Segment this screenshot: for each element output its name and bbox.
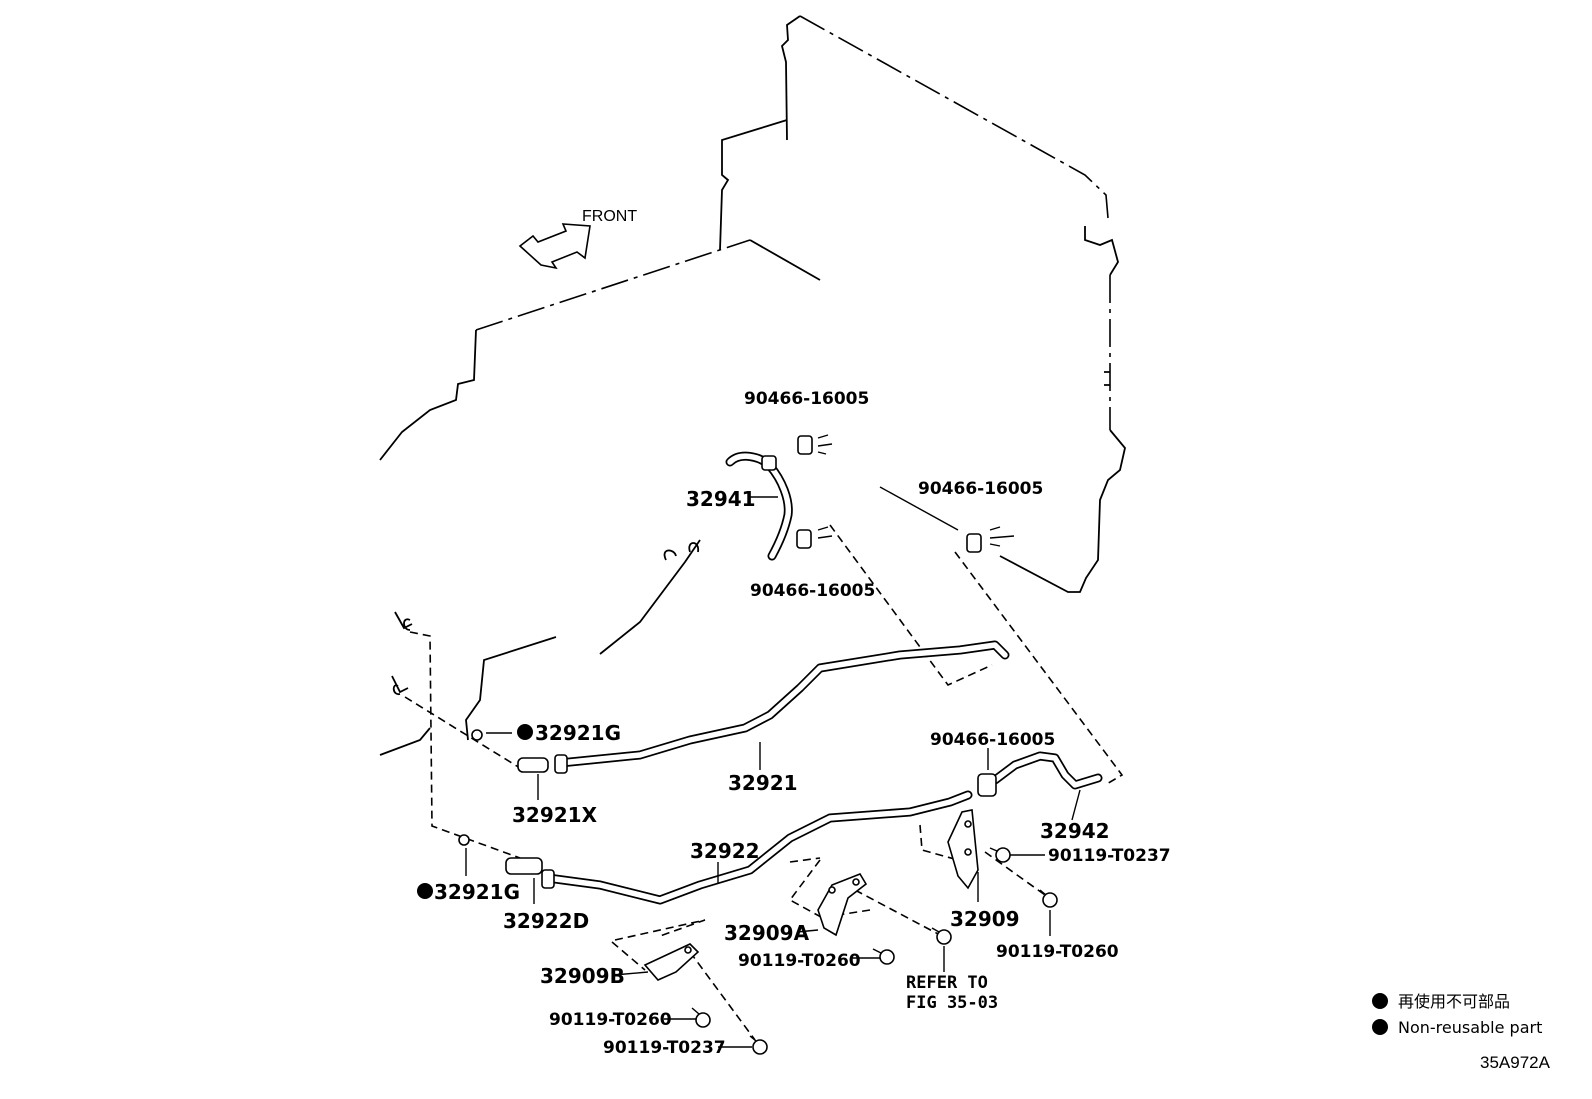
label-bracket-right: 32909 [950, 907, 1020, 931]
label-hose-lower: 32942 [1040, 819, 1110, 843]
front-arrow-icon [518, 223, 591, 270]
oil-cooler-pipe-upper [555, 640, 1010, 768]
hose-clamp-lower-right [977, 773, 997, 797]
engine-outline [719, 15, 1126, 593]
non-reusable-mark-icon [517, 724, 533, 740]
non-reusable-mark-icon [417, 883, 433, 899]
label-union-upper: 32921X [512, 803, 598, 827]
label-bracket-mid: 32909A [724, 921, 810, 945]
union-upper-icon [517, 754, 568, 774]
oil-cooler-pipe-lower [543, 790, 973, 905]
refer-line-2: FIG 35-03 [906, 993, 998, 1013]
label-bolt-left-a: 90119-T0260 [549, 1010, 672, 1030]
oil-cooler-hose-lower [990, 751, 1103, 790]
transmission-outline [379, 239, 821, 756]
diagram-code: 35A972A [1480, 1053, 1551, 1072]
legend-bullet-icon [1372, 993, 1388, 1009]
label-pipe-lower: 32922 [690, 839, 760, 863]
gasket-upper-icon [471, 729, 483, 741]
label-clip-mid: 90466-16005 [750, 581, 875, 601]
label-clip-lower-right: 90466-16005 [930, 730, 1055, 750]
legend: 再使用不可部品 Non-reusable part [1372, 992, 1542, 1037]
bolt-icons [691, 847, 1058, 1055]
label-clip-top: 90466-16005 [744, 389, 869, 409]
bracket-right-icon [947, 809, 979, 890]
hose-clamp-mid [796, 526, 833, 549]
front-label: FRONT [582, 208, 637, 225]
label-bolt-mid: 90119-T0260 [738, 951, 861, 971]
label-union-lower: 32922D [503, 909, 589, 933]
label-clip-right: 90466-16005 [918, 479, 1043, 499]
label-bracket-left: 32909B [540, 964, 625, 988]
refer-line-1: REFER TO [906, 973, 988, 993]
hose-clamp-top [761, 434, 833, 471]
label-gasket-lower: 32921G [434, 880, 520, 904]
assembly-lines [404, 486, 1124, 1041]
legend-bullet-icon [1372, 1019, 1388, 1035]
bracket-mid-icon [817, 873, 868, 937]
label-bolt-right-b: 90119-T0260 [996, 942, 1119, 962]
label-bolt-right-a: 90119-T0237 [1048, 846, 1171, 866]
bracket-left-icon [643, 943, 700, 981]
label-gasket-upper: 32921G [535, 721, 621, 745]
label-leaders [465, 496, 1081, 1048]
hose-clamp-right [966, 526, 1015, 553]
legend-en: Non-reusable part [1398, 1018, 1542, 1037]
label-pipe-upper: 32921 [728, 771, 798, 795]
label-hose-upper: 32941 [686, 487, 756, 511]
union-lower-icon [505, 857, 555, 889]
oil-cooler-hose-upper [725, 451, 793, 561]
legend-jp: 再使用不可部品 [1398, 992, 1510, 1011]
label-bolt-left-b: 90119-T0237 [603, 1038, 726, 1058]
gasket-lower-icon [458, 834, 470, 846]
